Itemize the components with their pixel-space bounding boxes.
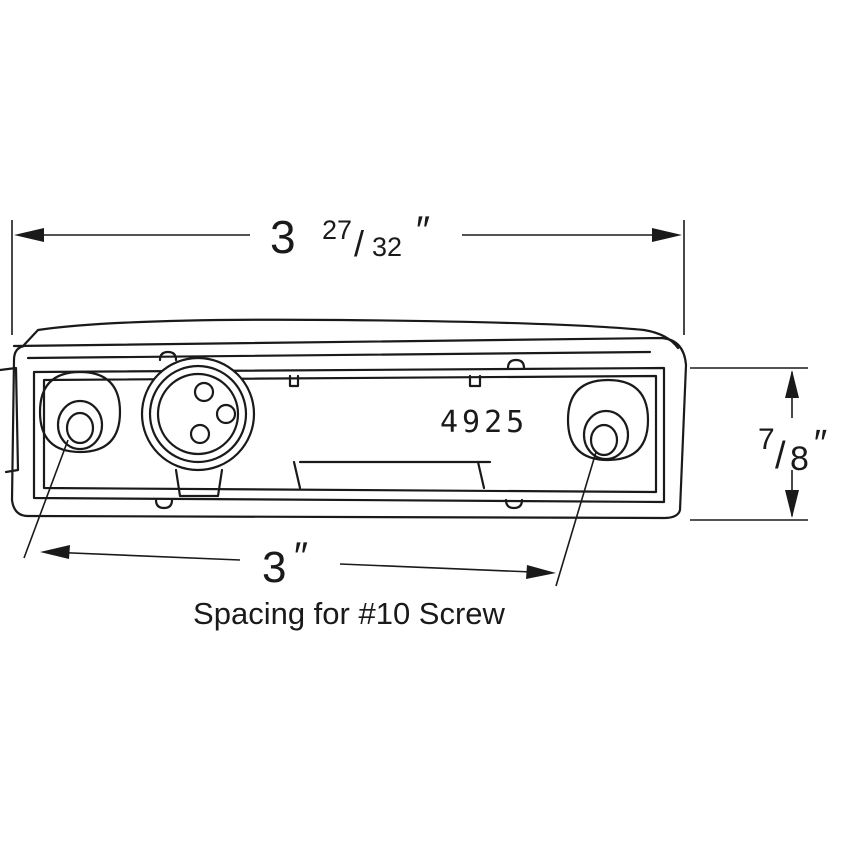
mount-spacing-label: 3 ″ xyxy=(262,535,308,592)
part-number: 4925 xyxy=(440,405,528,440)
overall-length-slash: / xyxy=(354,223,364,264)
height-denominator: 8 xyxy=(790,440,809,478)
overall-length-dimension: 3 27 / 32 ″ xyxy=(11,209,685,335)
height-inch-mark: ″ xyxy=(812,423,827,465)
height-dimension: 7 / 8 ″ xyxy=(690,367,827,521)
inner-tray-floor xyxy=(42,374,658,494)
arrowhead-left xyxy=(14,228,44,242)
notch-top-left xyxy=(158,350,178,362)
height-slash: / xyxy=(775,435,786,477)
mount-spacing-dimension: 3 ″ Spacing for #10 Screw xyxy=(23,439,597,631)
left-boss-bore xyxy=(56,399,104,451)
lens-cap-outline xyxy=(22,318,680,350)
arrowhead-top xyxy=(785,370,799,398)
height-numerator: 7 xyxy=(758,423,775,456)
connector-inner-ring xyxy=(156,372,240,456)
rib-top-2 xyxy=(468,374,482,388)
left-end-shoulder xyxy=(0,366,20,474)
spacing-note: Spacing for #10 Screw xyxy=(193,596,506,631)
connector-pin-3 xyxy=(189,423,211,445)
connector-middle-ring xyxy=(148,364,248,464)
overall-length-inch-mark: ″ xyxy=(414,209,430,253)
right-mounting-boss xyxy=(566,378,650,462)
housing-outer xyxy=(10,336,688,520)
three-pin-connector xyxy=(140,356,256,498)
mount-spacing-value: 3 xyxy=(262,543,286,592)
lamp-housing xyxy=(0,318,688,520)
rib-top-1 xyxy=(288,374,300,388)
left-mounting-boss xyxy=(38,370,122,454)
spacing-dimension-line-right xyxy=(339,563,533,573)
notch-bottom-left xyxy=(154,498,174,510)
left-boss-outer xyxy=(38,370,122,454)
connector-pin-2 xyxy=(215,403,237,425)
leader-line-right xyxy=(555,451,597,587)
connector-pin-1 xyxy=(193,381,215,403)
rib-bottom-1 xyxy=(292,460,302,490)
rib-bottom-2 xyxy=(476,460,486,490)
height-label: 7 / 8 ″ xyxy=(758,423,827,478)
left-screw-hole xyxy=(65,411,95,445)
right-screw-hole xyxy=(589,423,619,457)
arrowhead-bottom xyxy=(785,490,799,518)
inner-tray xyxy=(32,366,666,504)
right-boss-outer xyxy=(566,378,650,462)
arrowhead-right xyxy=(652,228,682,242)
spacing-arrowhead-left xyxy=(40,545,70,559)
notch-top-right xyxy=(506,358,526,370)
spacing-dimension-line-left xyxy=(47,551,241,561)
leader-line-left xyxy=(23,439,69,559)
mount-spacing-inch-mark: ″ xyxy=(292,535,308,579)
overall-length-numerator: 27 xyxy=(322,215,352,245)
inner-top-edge xyxy=(26,350,652,360)
overall-length-whole: 3 xyxy=(270,211,296,263)
right-boss-bore xyxy=(582,409,630,461)
connector-neck xyxy=(174,468,224,498)
spacing-arrowhead-right xyxy=(526,565,556,579)
overall-length-label: 3 27 / 32 ″ xyxy=(270,209,430,264)
overall-length-denominator: 32 xyxy=(372,232,402,262)
notch-bottom-right xyxy=(504,498,524,510)
